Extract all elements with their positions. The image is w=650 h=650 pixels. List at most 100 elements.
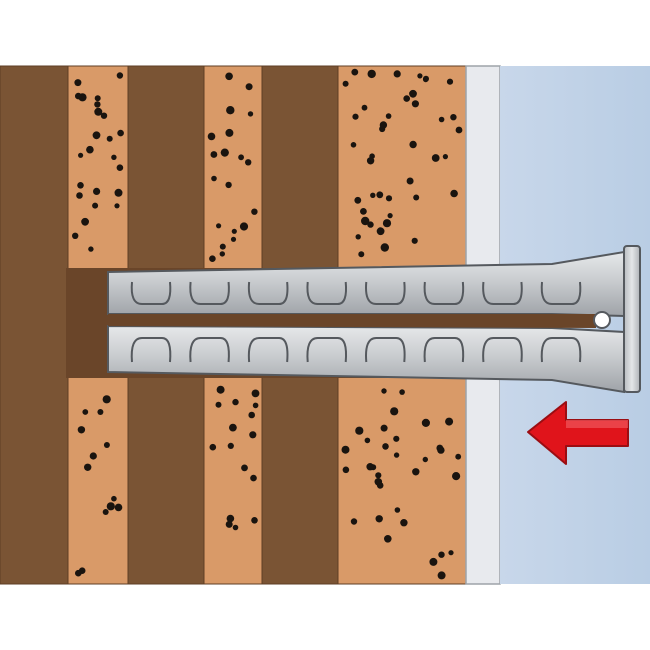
pore-dot: [400, 519, 408, 527]
pore-dot: [422, 456, 428, 463]
pore-dot: [350, 142, 357, 148]
pore-dot: [247, 111, 254, 117]
pore-dot: [421, 418, 430, 427]
plug-screw-eye: [593, 311, 611, 329]
pore-dot: [437, 446, 445, 454]
brick-pores: [72, 68, 463, 580]
pore-dot: [376, 191, 384, 199]
pore-dot: [89, 452, 97, 460]
pore-dot: [231, 228, 237, 234]
pore-dot: [216, 223, 222, 229]
pore-dot: [82, 409, 89, 415]
pore-dot: [355, 234, 361, 240]
pore-dot: [114, 203, 120, 209]
pore-dot: [411, 100, 419, 108]
pore-dot: [248, 411, 255, 419]
pore-dot: [393, 70, 401, 78]
pore-dot: [352, 113, 359, 120]
pore-dot: [448, 550, 454, 556]
pore-dot: [219, 251, 225, 257]
pore-dot: [210, 151, 218, 158]
dark-web-layer: [0, 65, 69, 585]
pore-dot: [438, 551, 445, 558]
pore-dot: [92, 131, 101, 140]
pore-dot: [88, 246, 94, 252]
pore-dot: [376, 227, 385, 236]
pore-dot: [387, 213, 393, 219]
pore-dot: [374, 478, 383, 486]
pore-dot: [354, 196, 362, 204]
plug-rib-lower: [365, 337, 406, 363]
pore-dot: [361, 216, 370, 226]
pore-dot: [220, 148, 229, 157]
pore-dot: [75, 569, 82, 577]
pore-dot: [219, 243, 226, 250]
pore-dot: [384, 535, 392, 543]
pore-dot: [103, 442, 110, 448]
pore-dot: [207, 132, 216, 141]
pore-dot: [216, 385, 225, 394]
pore-dot: [106, 502, 115, 511]
plug-rib-upper: [247, 281, 289, 305]
plug-rib-upper: [482, 281, 523, 305]
pore-dot: [370, 192, 376, 198]
plug-rib-lower: [540, 337, 582, 363]
pore-dot: [211, 175, 217, 182]
pore-dot: [251, 517, 258, 524]
pore-dot: [245, 159, 252, 166]
pore-dot: [250, 474, 257, 482]
pore-dot: [111, 154, 117, 160]
pore-dot: [380, 424, 388, 432]
pore-dot: [446, 78, 454, 85]
pore-dot: [409, 89, 417, 98]
plug-rib-lower: [306, 337, 348, 363]
pore-dot: [358, 251, 365, 258]
pore-dot: [81, 217, 89, 226]
pore-dot: [429, 557, 438, 566]
pore-dot: [399, 389, 405, 395]
pore-dot: [75, 92, 82, 100]
pore-dot: [403, 95, 411, 102]
pore-dot: [230, 236, 237, 242]
plug-rib-lower: [423, 337, 465, 363]
insertion-arrow-icon: [527, 401, 629, 465]
pore-dot: [342, 80, 349, 87]
pore-dot: [382, 443, 389, 450]
pore-dot: [450, 114, 457, 121]
plug-rib-upper: [130, 281, 172, 305]
plug-flange: [623, 245, 641, 393]
pore-dot: [102, 509, 109, 515]
pore-dot: [249, 431, 257, 439]
pore-dot: [393, 435, 400, 442]
pore-dot: [225, 128, 234, 137]
plug-rib-upper: [306, 281, 348, 305]
pore-dot: [106, 135, 113, 142]
plug-rib-upper: [189, 281, 230, 305]
pore-dot: [375, 515, 383, 523]
pore-dot: [232, 398, 239, 406]
pore-dot: [116, 164, 124, 171]
pore-dot: [390, 407, 399, 416]
pore-dot: [413, 194, 420, 201]
pore-dot: [86, 145, 94, 154]
pore-dot: [393, 452, 400, 458]
pore-dot: [74, 79, 82, 87]
pore-dot: [381, 388, 387, 394]
pore-dot: [94, 95, 101, 102]
pore-dot: [422, 76, 429, 83]
pore-dot: [94, 101, 101, 108]
plug-rib-upper: [540, 281, 582, 305]
pore-dot: [116, 72, 124, 79]
plug-split-slot: [108, 314, 596, 328]
wall-plug-icon: [107, 245, 641, 394]
pore-dot: [452, 472, 461, 481]
pore-dot: [72, 232, 79, 239]
pore-dot: [209, 255, 216, 262]
pore-dot: [394, 507, 401, 513]
pore-dot: [84, 463, 92, 471]
pore-dot: [117, 129, 124, 137]
pore-dot: [380, 243, 389, 252]
pore-dot: [437, 571, 446, 580]
